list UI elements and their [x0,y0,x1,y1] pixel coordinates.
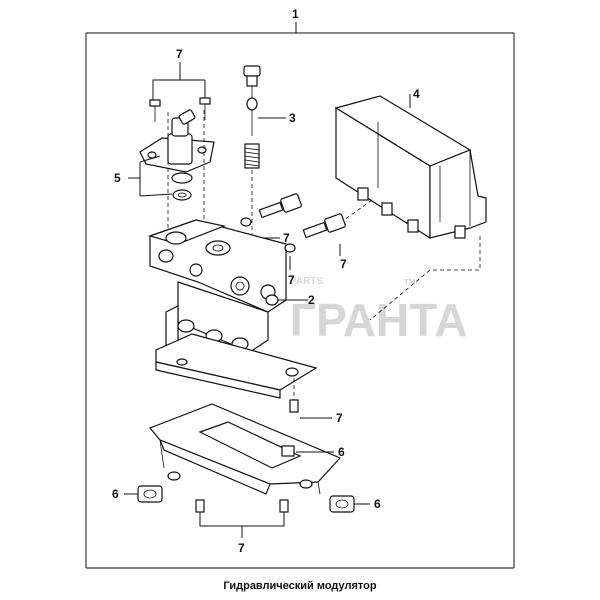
callout-labels: 1 7 3 4 5 7 7 7 2 7 6 6 6 7 [112,7,420,555]
callout-7-top: 7 [176,47,183,61]
callout-7-right: 7 [340,257,347,271]
callout-6-left: 6 [112,487,119,501]
callout-7-lower: 7 [288,273,295,287]
diagram-caption: Гидравлический модулятор [223,580,376,592]
watermark-parts: PARTS [290,276,323,287]
control-unit [329,95,487,321]
callout-6-right: 6 [374,497,381,511]
solenoid-valve [139,97,215,230]
rubber-grommets [137,445,355,513]
callout-7-mid: 7 [283,231,290,245]
callout-5: 5 [114,171,121,185]
callout-7-bracket: 7 [336,411,343,425]
hydraulic-block [148,219,318,399]
pressure-valve [243,65,261,234]
callout-1: 1 [292,7,299,21]
callout-6-mid: 6 [338,445,345,459]
assembly-frame [85,22,515,569]
mounting-bolts [240,193,346,253]
connector-stud [265,294,300,306]
callout-2: 2 [308,293,315,307]
callout-7-bottom: 7 [238,541,245,555]
watermark-tm: TM [404,278,416,287]
watermark: ГРАНТА PARTS TM [290,276,468,346]
leader-lines [124,62,411,538]
callout-3: 3 [289,111,296,125]
watermark-brand: ГРАНТА [290,294,468,346]
callout-4: 4 [413,87,420,101]
mounting-bracket [149,378,342,495]
